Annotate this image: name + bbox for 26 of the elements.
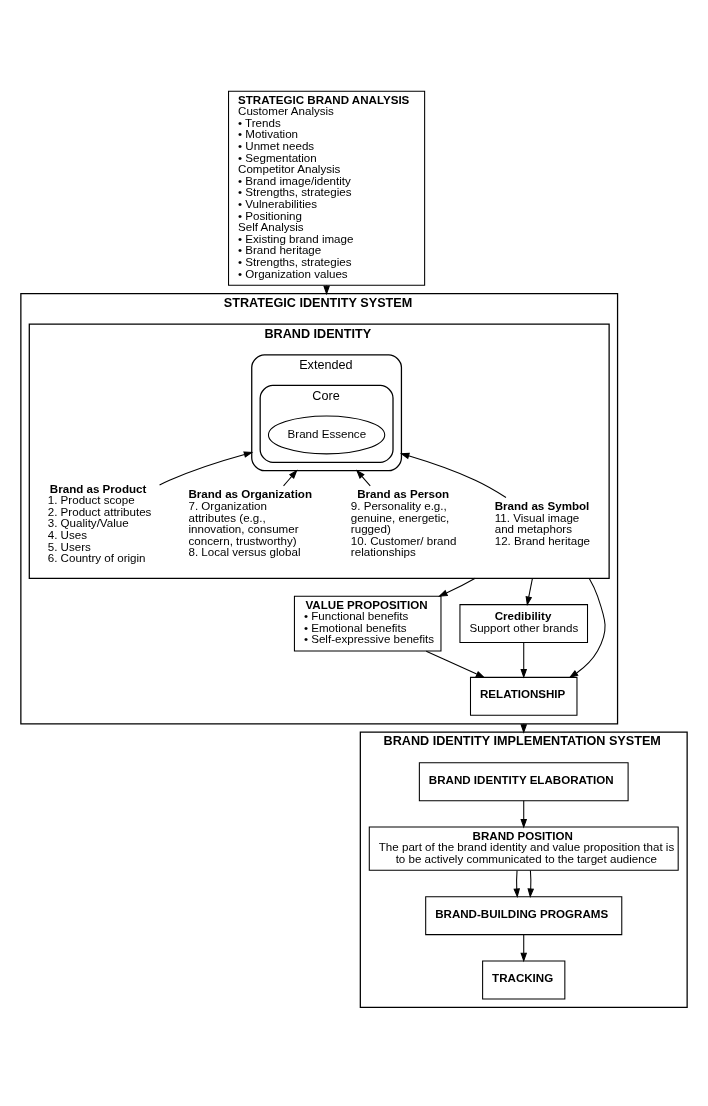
node-box: BRAND IDENTITY ELABORATION (418, 761, 629, 801)
node-box: RELATIONSHIP (469, 676, 578, 716)
node-ellipse: Brand Essence (267, 414, 386, 454)
node-text: Brand as Symbol 11. Visual image and metaphors 12. Brand heritage (494, 499, 591, 547)
node-text: Brand as Person 9. Personality e.g., genuine, energetic, rugged) 10. Customer/ brand relationships (350, 487, 457, 558)
arrow (525, 577, 533, 606)
arrow (159, 450, 254, 485)
node-box: Credibility Support other brands (459, 603, 589, 643)
arrow (520, 799, 528, 828)
node-text: Brand as Organization 7. Organization attributes (e.g., innovation, consumer concern, trustworthy) 8. Local versus global (188, 487, 313, 558)
node-box: BRAND POSITION The part of the brand identity and value proposition that is to be actively communicated to the target audience (368, 826, 679, 871)
arrow (355, 469, 371, 486)
arrow (283, 469, 298, 486)
arrow (513, 869, 521, 898)
node-text: Brand as Product 1. Product scope 2. Product attributes 3. Quality/Value 4. Uses 5. Users 6. Country of origin (47, 482, 152, 564)
arrow (399, 452, 507, 498)
arrow (520, 641, 528, 678)
arrow (425, 650, 486, 678)
node-box: BRAND-BUILDING PROGRAMS (425, 895, 623, 935)
node-box: VALUE PROPOSITION • Functional benefits • Emotional benefits • Self-expressive benefits (293, 595, 442, 652)
arrow (568, 577, 606, 678)
node-box: TRACKING (482, 959, 566, 999)
arrow (438, 577, 476, 597)
arrow (323, 284, 330, 295)
arrow (527, 869, 535, 898)
arrow (520, 933, 528, 962)
